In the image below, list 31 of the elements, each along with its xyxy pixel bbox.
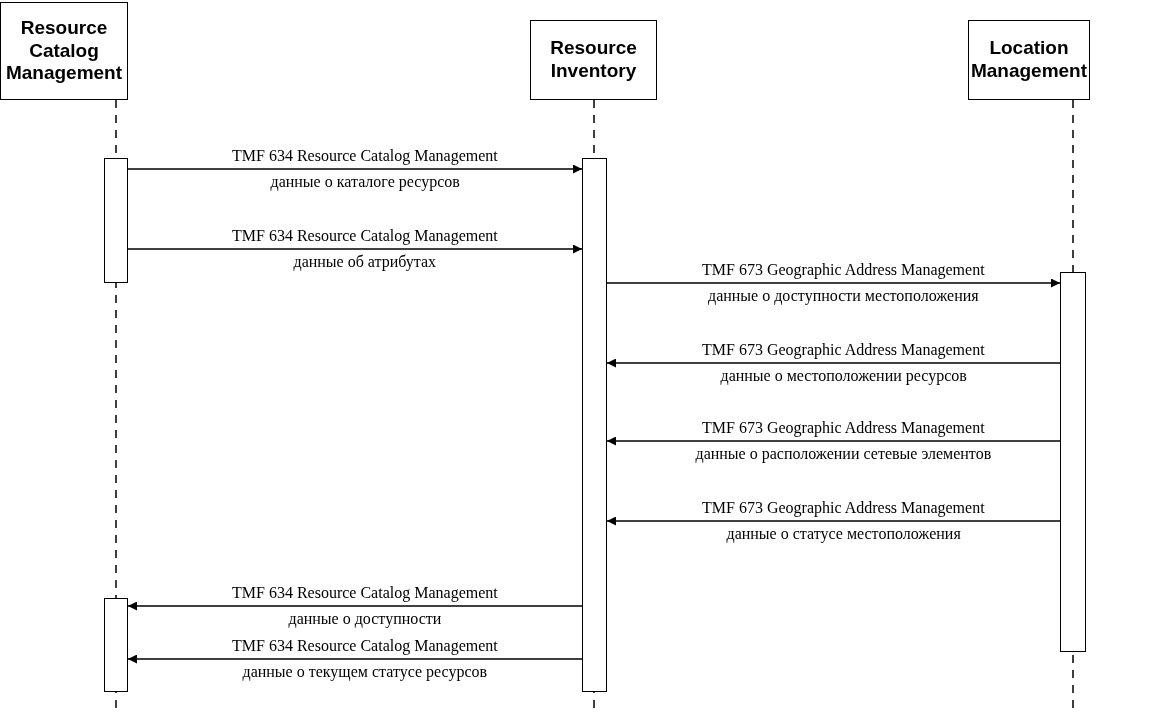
message-description: данные о местоположении ресурсов	[720, 367, 967, 385]
activation-bar	[582, 158, 607, 692]
message-description: данные о доступности местоположения	[708, 287, 979, 305]
message-label: TMF 673 Geographic Address Management	[702, 261, 985, 279]
message-arrow	[127, 601, 583, 611]
message-label: TMF 673 Geographic Address Management	[702, 419, 985, 437]
message-arrow	[606, 278, 1061, 288]
message-arrow	[606, 516, 1061, 526]
message-label: TMF 634 Resource Catalog Management	[232, 584, 498, 602]
message-arrow	[127, 164, 583, 174]
participant-box: Resource Catalog Management	[0, 2, 128, 100]
message-description: данные об атрибутах	[293, 253, 437, 271]
participant-box: Location Management	[968, 20, 1090, 100]
message-arrow	[127, 654, 583, 664]
message-arrow	[606, 358, 1061, 368]
activation-bar	[104, 158, 128, 283]
message-label: TMF 634 Resource Catalog Management	[232, 147, 498, 165]
message-description: данные о текущем статусе ресурсов	[242, 663, 488, 681]
message-description: данные о каталоге ресурсов	[270, 173, 460, 191]
message-label: TMF 673 Geographic Address Management	[702, 341, 985, 359]
message-description: данные о расположении сетевые элементов	[695, 445, 992, 463]
activation-bar	[1060, 272, 1086, 652]
message-label: TMF 673 Geographic Address Management	[702, 499, 985, 517]
activation-bar	[104, 598, 128, 692]
message-description: данные о статусе местоположения	[726, 525, 961, 543]
message-arrow	[127, 244, 583, 254]
participant-box: Resource Inventory	[530, 20, 657, 100]
message-arrow	[606, 436, 1061, 446]
message-label: TMF 634 Resource Catalog Management	[232, 227, 498, 245]
message-description: данные о доступности	[288, 610, 442, 628]
message-label: TMF 634 Resource Catalog Management	[232, 637, 498, 655]
